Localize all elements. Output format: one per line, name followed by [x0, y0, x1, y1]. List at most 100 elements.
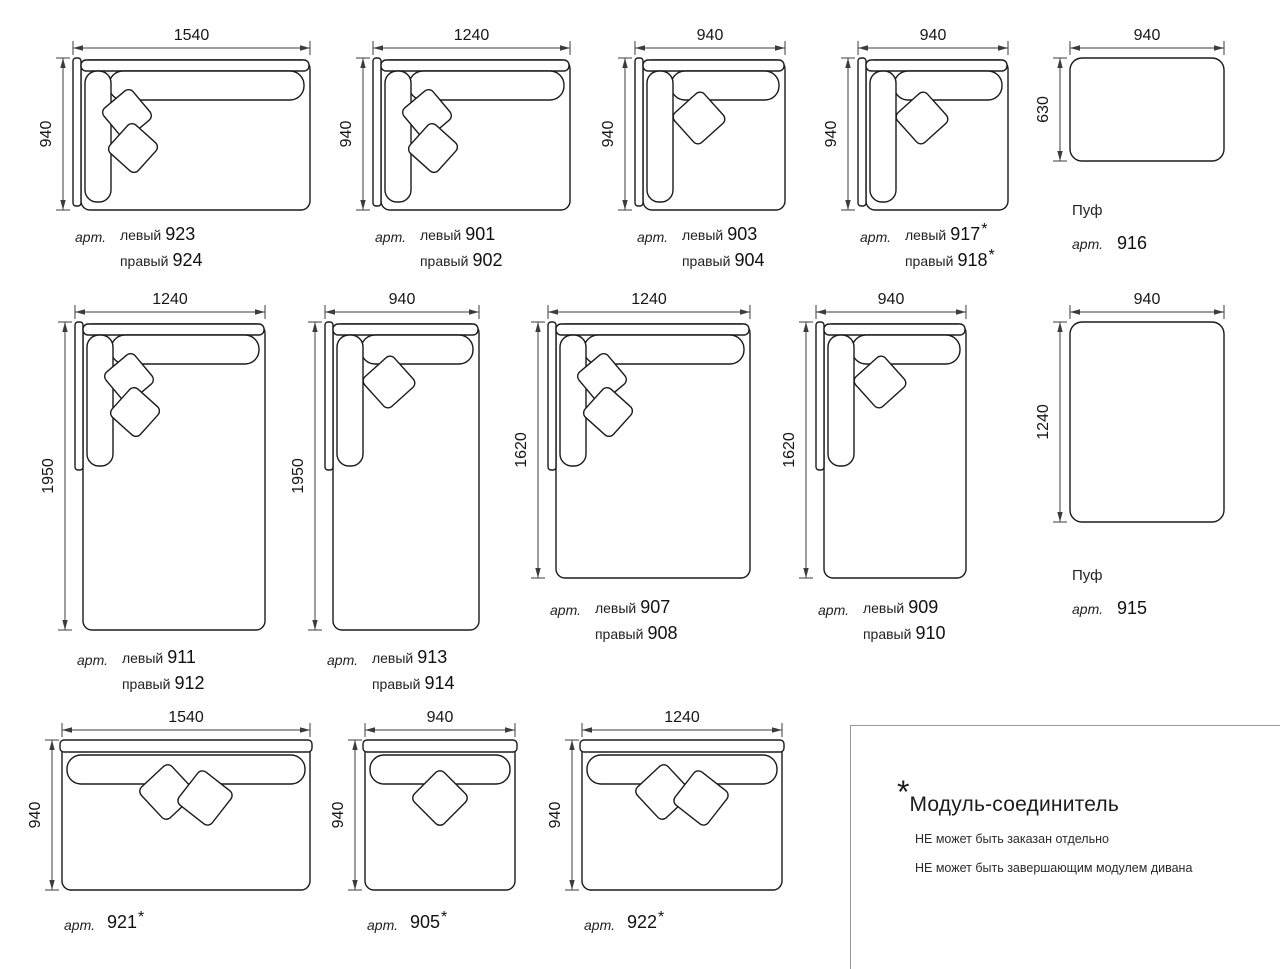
art-label: арт.: [375, 229, 406, 245]
left-number: 913: [417, 647, 448, 667]
module-drawing: 1240 940: [548, 709, 785, 891]
top-dimension: 1240: [454, 27, 490, 44]
art-label: арт.: [860, 229, 891, 245]
legend-note-1: НЕ может быть заказан отдельно: [915, 832, 1109, 846]
right-word: правый: [862, 626, 912, 642]
pouf-name: Пуф: [1072, 202, 1103, 219]
right-word: правый: [121, 676, 171, 692]
top-dimension: 940: [389, 291, 416, 308]
left-word: левый: [419, 227, 462, 243]
art-label: арт.: [77, 652, 108, 668]
caption-line: 905*: [406, 909, 448, 936]
right-word: правый: [681, 253, 731, 269]
right-word: правый: [594, 626, 644, 642]
side-dimension: 940: [601, 121, 617, 148]
sofa-schematic: [815, 321, 967, 579]
right-number: 902: [472, 250, 503, 270]
top-dimension: 1240: [664, 709, 700, 726]
asterisk-mark: *: [897, 774, 910, 810]
top-dimension: 1540: [168, 709, 204, 726]
left-number: 923: [165, 224, 196, 244]
sofa-schematic: [74, 321, 266, 631]
right-number: 904: [734, 250, 765, 270]
module-caption: Пуф арт.916: [1072, 199, 1230, 257]
sofa-schematic: [1069, 321, 1225, 523]
side-dimension: 940: [548, 802, 564, 829]
sofa-schematic: [857, 57, 1009, 211]
right-number: 918: [957, 250, 988, 270]
pouf-name: Пуф: [1072, 567, 1103, 584]
left-number: 907: [640, 597, 671, 617]
left-number: 917: [950, 224, 981, 244]
left-word: левый: [119, 227, 162, 243]
art-label: арт.: [367, 917, 398, 933]
sofa-schematic: [372, 57, 571, 211]
side-dimension: 1620: [782, 432, 798, 468]
left-word: левый: [862, 600, 905, 616]
art-label: арт.: [584, 917, 615, 933]
connector-asterisk: *: [138, 909, 145, 926]
art-label: арт.: [550, 602, 581, 618]
top-dimension: 940: [427, 709, 454, 726]
right-word: правый: [904, 253, 954, 269]
left-number: 909: [908, 597, 939, 617]
sofa-schematic: [362, 739, 518, 891]
side-dimension: 940: [824, 121, 840, 148]
module-number: 905: [409, 912, 441, 932]
side-dimension: 1950: [291, 458, 307, 494]
pouf-number: 915: [1116, 598, 1148, 618]
art-label: арт.: [818, 602, 849, 618]
connector-asterisk: *: [441, 909, 448, 926]
side-dimension: 1240: [1036, 404, 1052, 440]
module-drawing: 1540 940: [28, 709, 313, 891]
right-word: правый: [371, 676, 421, 692]
left-word: левый: [594, 600, 637, 616]
legend-box: *Модуль-соединитель НЕ может быть заказа…: [850, 725, 1280, 969]
sofa-schematic: [1069, 57, 1225, 162]
art-label: арт.: [1072, 601, 1103, 617]
side-dimension: 1950: [41, 458, 57, 494]
module-drawing-slot: 1540 940: [28, 706, 316, 896]
art-label: арт.: [1072, 236, 1103, 252]
art-label: арт.: [637, 229, 668, 245]
side-dimension: 940: [28, 802, 44, 829]
module-number: 921: [106, 912, 138, 932]
top-dimension: 940: [1134, 27, 1161, 44]
right-number: 914: [424, 673, 455, 693]
art-label: арт.: [75, 229, 106, 245]
connector-asterisk: *: [981, 221, 988, 238]
module-905: 940 940 арт. 905*: [331, 706, 521, 937]
side-dimension: 940: [331, 802, 347, 829]
module-drawing-slot: 1240 940: [548, 706, 788, 896]
